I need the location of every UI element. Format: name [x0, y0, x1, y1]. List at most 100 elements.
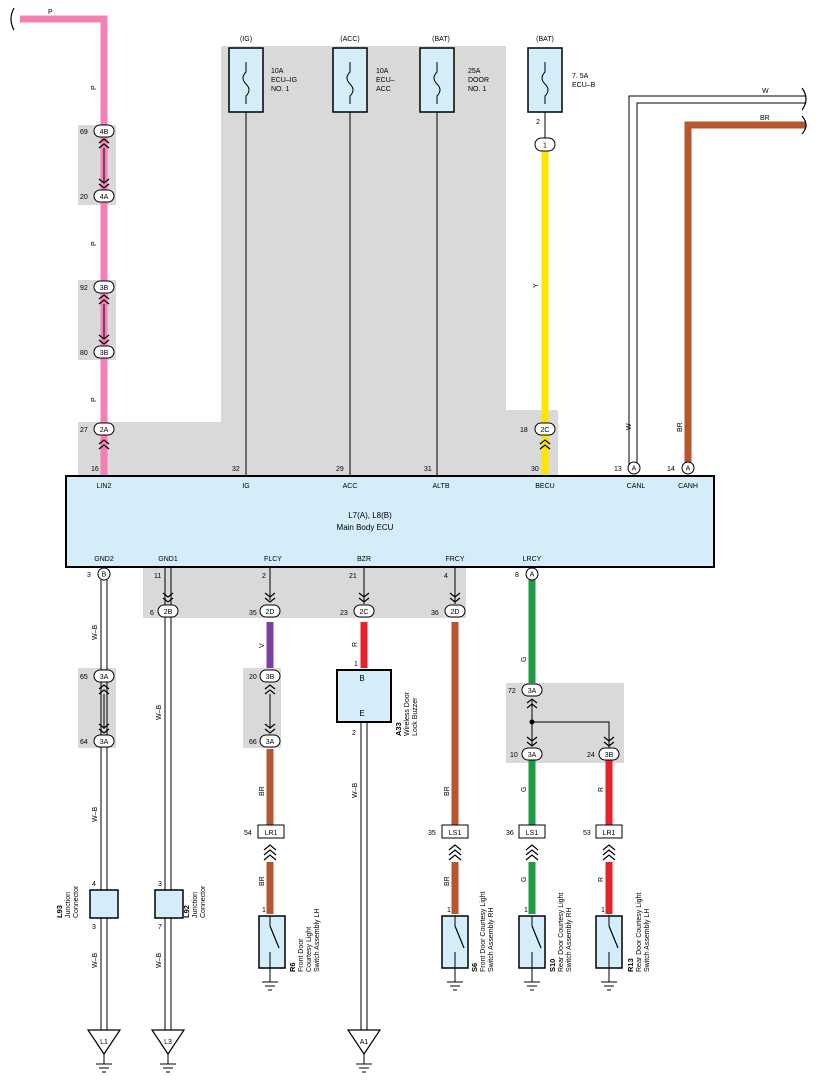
wire-label-br-flcy-1: BR [259, 786, 266, 796]
connector-1: 2 1 [534, 119, 556, 152]
svg-text:(ACC): (ACC) [340, 36, 359, 43]
inline-ls1-frcy: 35 LS1 [428, 824, 469, 861]
main-body-ecu [65, 475, 715, 568]
connector-4a: 20 4A [80, 189, 115, 203]
ecu-term-ig: IG [242, 483, 249, 490]
chevron-3a-10 [526, 736, 538, 747]
wire-w-inner [636, 102, 806, 468]
svg-text:35: 35 [249, 610, 257, 617]
svg-text:18: 18 [520, 427, 528, 434]
svg-text:35: 35 [428, 830, 436, 837]
ecu-term-frcy: FRCY [445, 556, 464, 563]
svg-text:1: 1 [601, 907, 605, 914]
ecu-term-altb: ALTB [433, 483, 450, 490]
chevron-3a-72 [526, 698, 538, 709]
svg-text:(IG): (IG) [240, 36, 252, 43]
wire-label-p-1: P [91, 85, 98, 90]
svg-text:65: 65 [80, 674, 88, 681]
wire-label-wb-3: W–B [92, 953, 99, 969]
ecu-term-gnd2: GND2 [94, 556, 114, 563]
svg-text:Switch Assembly RH: Switch Assembly RH [566, 907, 573, 972]
svg-text:ACC: ACC [376, 86, 391, 93]
svg-text:3A: 3A [100, 739, 109, 746]
pin-32: 32 [232, 466, 240, 473]
wire-w-outer [628, 95, 806, 468]
svg-text:36: 36 [506, 830, 514, 837]
svg-text:2: 2 [536, 119, 540, 126]
wire-label-w: W [626, 423, 633, 430]
wire-label-br-frcy-1: BR [444, 786, 451, 796]
buzzer-name1: Wireless Door [404, 691, 411, 736]
svg-text:3: 3 [158, 881, 162, 888]
junction-l92: 3 7 L92 Junction Connector [154, 881, 207, 931]
connector-3b-24: 24 3B [587, 747, 620, 761]
svg-text:1: 1 [262, 907, 266, 914]
ecu-term-canh: CANH [678, 483, 698, 490]
svg-text:LR1: LR1 [265, 830, 278, 837]
svg-text:Junction: Junction [65, 892, 72, 918]
ground-a1: A1 [346, 1029, 382, 1073]
svg-text:LS1: LS1 [449, 830, 462, 837]
svg-text:4A: 4A [100, 194, 109, 201]
svg-text:Front Door Courtesy Light: Front Door Courtesy Light [480, 891, 487, 972]
svg-text:ECU–: ECU– [376, 77, 395, 84]
chevron-3a-65 [98, 684, 110, 695]
svg-text:L1: L1 [100, 1039, 108, 1046]
buzzer-name2: Lock Buzzer [412, 697, 419, 736]
wire-label-g-1: G [521, 657, 528, 662]
connector-3b-80: 80 3B [80, 345, 115, 359]
pin-29: 29 [336, 466, 344, 473]
ecu-ref: L7(A), L8(B) [348, 511, 392, 520]
svg-text:A: A [530, 572, 535, 579]
svg-text:13: 13 [614, 466, 622, 473]
switch-r13-ref: R13 [626, 958, 635, 972]
svg-text:L3: L3 [164, 1039, 172, 1046]
pin-4: 4 [444, 573, 448, 580]
chevron-4a-up [98, 178, 110, 189]
connector-3b-20: 20 3B [249, 669, 281, 683]
connector-2c-23: 23 2C [340, 604, 375, 618]
terminal-lrcy: 8 A [515, 567, 539, 581]
wire-label-wb-1: W–B [92, 625, 99, 641]
svg-text:Switch Assembly LH: Switch Assembly LH [314, 909, 321, 972]
svg-text:1: 1 [447, 907, 451, 914]
svg-text:Rear Door Courtesy Light: Rear Door Courtesy Light [636, 893, 643, 972]
connector-2d-35: 35 2D [249, 604, 281, 618]
junction-l92-ref: L92 [182, 905, 191, 918]
svg-text:ECU–IG: ECU–IG [271, 77, 297, 84]
wire-label-wb-5: W–B [156, 953, 163, 969]
svg-text:ECU–B: ECU–B [572, 82, 596, 89]
svg-text:1: 1 [543, 143, 547, 150]
svg-text:24: 24 [587, 752, 595, 759]
switch-s6-ref: S6 [470, 963, 479, 972]
wire-break-right-1 [801, 87, 807, 111]
svg-text:Rear Door Courtesy Light: Rear Door Courtesy Light [558, 893, 565, 972]
svg-text:A1: A1 [360, 1039, 369, 1046]
pin-21: 21 [349, 573, 357, 580]
svg-text:2B: 2B [164, 609, 173, 616]
shaded-areas [78, 46, 624, 763]
ecu-term-flcy: FLCY [264, 556, 282, 563]
svg-text:2D: 2D [451, 609, 460, 616]
switch-r6: 1 R6 Front Door Courtesy Light Switch As… [258, 907, 321, 991]
svg-text:2C: 2C [360, 609, 369, 616]
ecu-name: Main Body ECU [337, 523, 394, 532]
svg-text:2C: 2C [541, 427, 550, 434]
svg-text:Front Door: Front Door [298, 938, 305, 972]
fuse-ecu-acc: (ACC) 10A ECU– ACC [332, 36, 395, 113]
svg-text:36: 36 [431, 610, 439, 617]
svg-text:DOOR: DOOR [468, 77, 489, 84]
svg-text:1: 1 [524, 907, 528, 914]
svg-text:10A: 10A [376, 68, 389, 75]
svg-text:Connector: Connector [73, 885, 80, 918]
wire-label-br-top: BR [760, 115, 770, 122]
chevron-2c-18 [539, 439, 551, 450]
svg-text:4B: 4B [100, 129, 109, 136]
inline-ls1-lrcy: 36 LS1 [506, 824, 546, 861]
ecu-term-gnd1: GND1 [158, 556, 178, 563]
pin-11: 11 [154, 573, 161, 580]
junction-l93: 4 3 L93 Junction Connector [55, 881, 119, 931]
svg-text:3: 3 [92, 924, 96, 931]
svg-text:3: 3 [87, 572, 91, 579]
